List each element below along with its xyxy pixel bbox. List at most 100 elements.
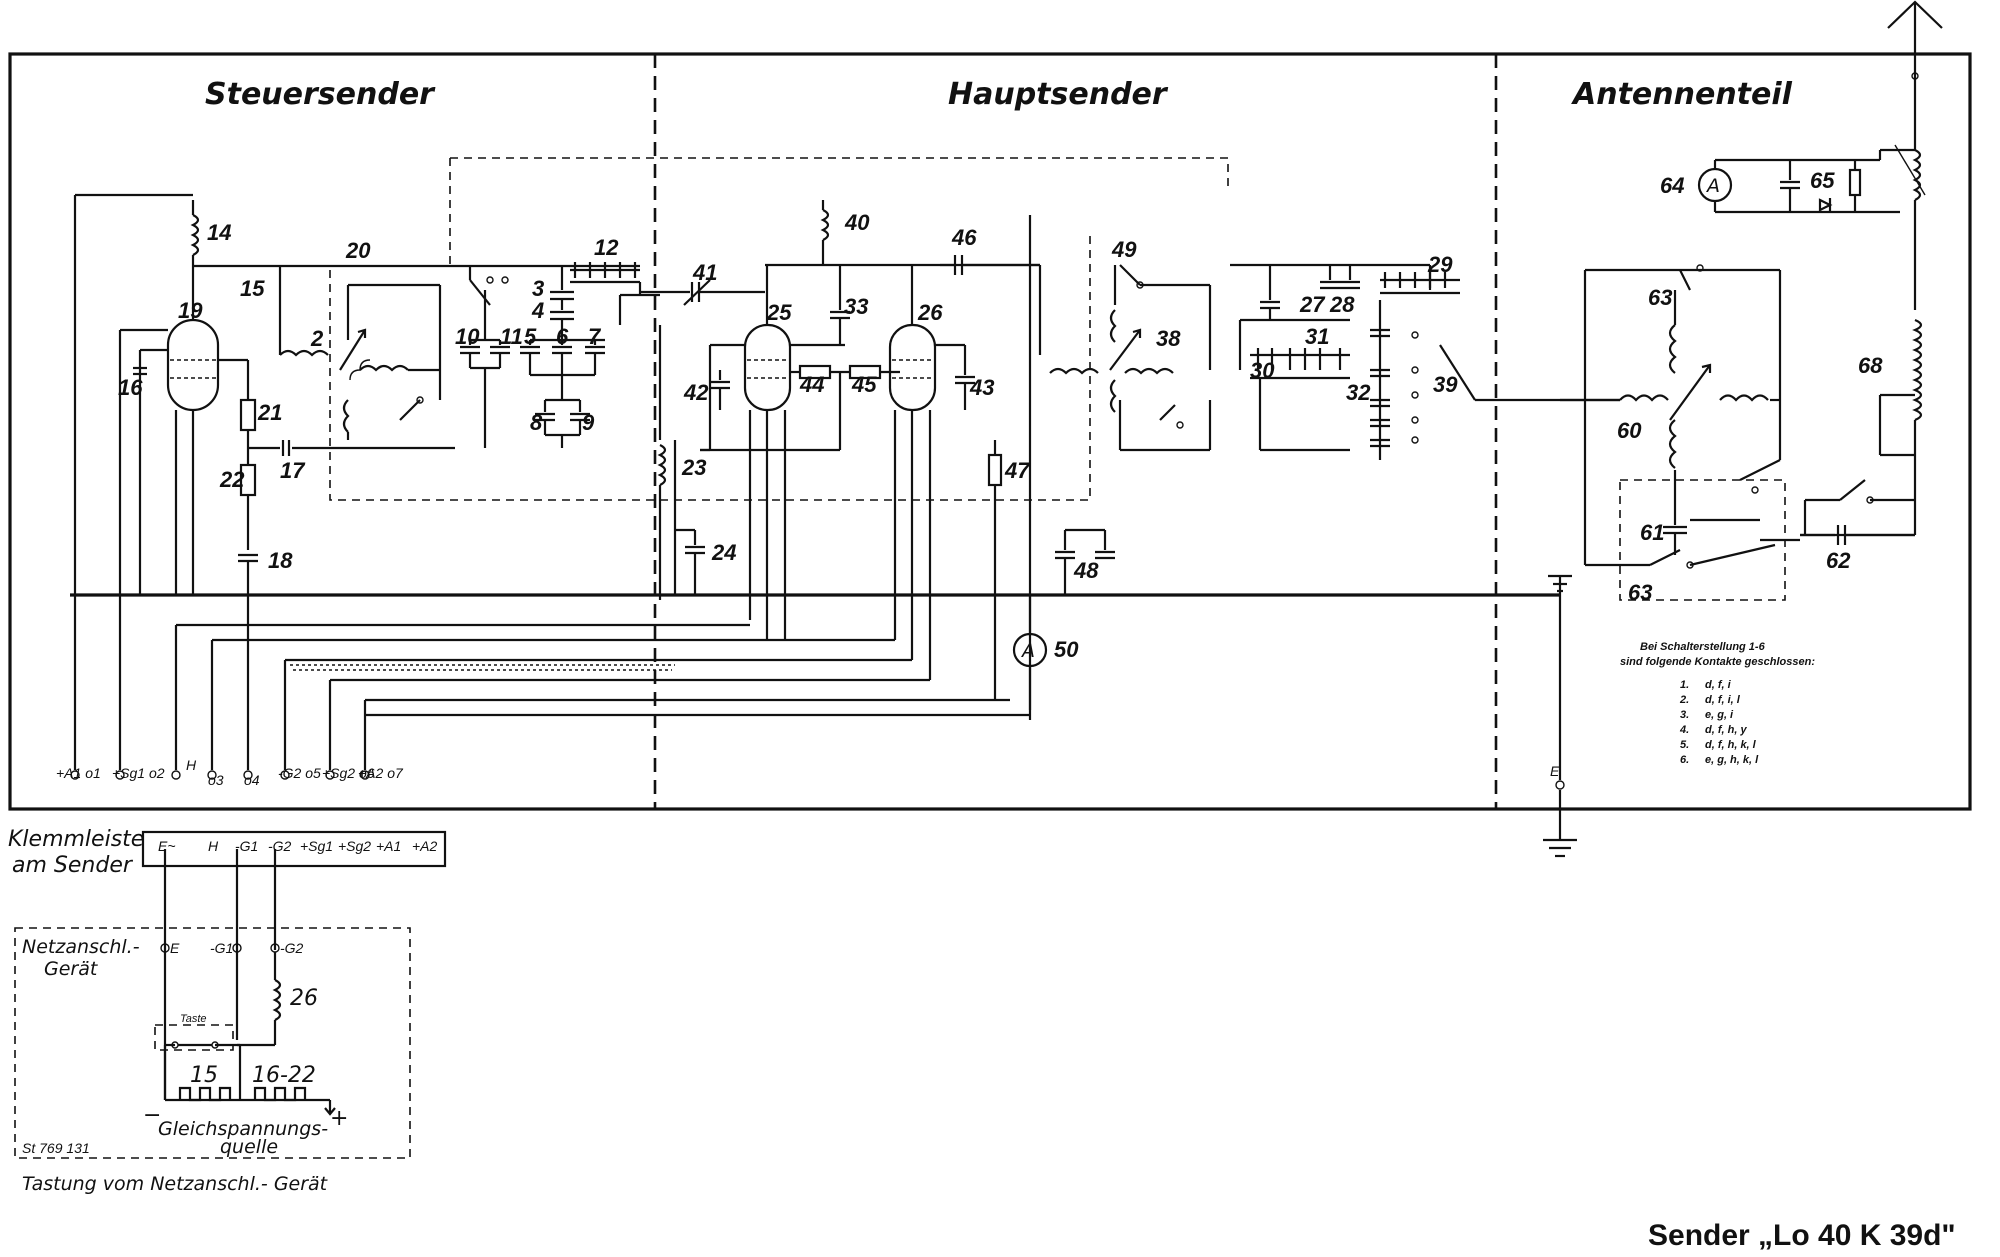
label-19: 19 (178, 298, 203, 323)
tube-19 (166, 266, 220, 595)
capacitor-12 (570, 262, 660, 325)
label-44: 44 (799, 372, 824, 397)
label-7: 7 (588, 324, 602, 349)
switch-table-pos-4: 4. (1679, 724, 1689, 736)
label-32: 32 (1346, 380, 1371, 405)
switch-table-contacts-6: e, g, h, k, l (1705, 754, 1759, 766)
label-62: 62 (1826, 548, 1851, 573)
power-unit-source-1: Gleichspannungs- (158, 1118, 328, 1140)
label-61: 61 (1640, 520, 1664, 545)
label-30: 30 (1250, 358, 1275, 383)
label-6: 6 (556, 324, 569, 349)
label-29: 29 (1427, 252, 1453, 277)
shield-enclosures (329, 157, 1786, 601)
label-48: 48 (1073, 558, 1099, 583)
label-21: 21 (257, 400, 282, 425)
label-25: 25 (766, 300, 792, 325)
variometer-60 (1560, 264, 1782, 565)
strip-terminal-g1: -G1 (235, 838, 258, 854)
power-unit-res-16-22: 16-22 (252, 1063, 316, 1088)
label-14: 14 (207, 220, 231, 245)
capacitor-33 (830, 265, 850, 345)
power-unit-coil-26: 26 (290, 986, 318, 1011)
label-46: 46 (951, 225, 977, 250)
label-4: 4 (531, 298, 544, 323)
label-8: 8 (530, 410, 543, 435)
label-3: 3 (532, 276, 544, 301)
label-41: 41 (692, 260, 717, 285)
coil-40 (820, 200, 830, 265)
terminal-label-4: o4 (244, 772, 260, 788)
switch-table-pos-1: 1. (1680, 679, 1689, 691)
label-22: 22 (219, 467, 245, 492)
strip-terminal-h: H (208, 838, 219, 854)
label-23: 23 (681, 455, 706, 480)
switch-table-pos-5: 5. (1680, 739, 1689, 751)
capacitor-41 (640, 279, 765, 306)
power-unit-stock-no: St 769 131 (22, 1140, 90, 1156)
strip-terminal-g2: -G2 (268, 838, 292, 854)
power-unit-minus: − (143, 1103, 161, 1128)
capacitor-bank-3-11 (460, 266, 605, 448)
switch-small-steuer (468, 266, 509, 306)
meter-50-symbol: A (1020, 640, 1035, 662)
power-unit-term-e: E (170, 940, 180, 956)
label-47: 47 (1004, 458, 1031, 483)
power-unit-label-1: Netzanschl.- (22, 936, 140, 958)
label-28: 28 (1329, 292, 1355, 317)
label-27: 27 (1299, 292, 1326, 317)
label-60: 60 (1617, 418, 1642, 443)
label-20: 20 (345, 238, 371, 263)
strip-terminal-sg2: +Sg2 (338, 838, 371, 854)
meter-50 (1012, 595, 1048, 710)
power-unit-key: Taste (180, 1013, 207, 1025)
label-42: 42 (683, 380, 709, 405)
strip-terminal-e: E~ (158, 838, 176, 854)
capacitor-48 (1055, 528, 1115, 595)
label-68: 68 (1858, 353, 1883, 378)
switch-table-contacts-5: d, f, h, k, l (1705, 739, 1757, 751)
label-43: 43 (969, 375, 994, 400)
meter-64-group (1697, 144, 1926, 310)
label-24: 24 (711, 540, 736, 565)
label-15: 15 (240, 276, 265, 301)
power-unit-term-g1: -G1 (210, 940, 233, 956)
section-title-steuersender: Steuersender (205, 77, 436, 112)
capacitor-42 (710, 370, 730, 410)
terminal-label-7: +A2 o7 (358, 765, 404, 781)
capacitor-46 (940, 255, 1040, 275)
coil-14 (73, 193, 200, 770)
label-18: 18 (268, 548, 293, 573)
label-45: 45 (851, 372, 877, 397)
terminal-label-5: -G2 o5 (278, 765, 321, 781)
label-33: 33 (844, 294, 868, 319)
variometer-2 (278, 266, 442, 440)
switch-table-pos-2: 2. (1679, 694, 1689, 706)
label-49: 49 (1111, 237, 1137, 262)
power-unit-plus: + (330, 1106, 348, 1131)
power-unit-caption: Tastung vom Netzanschl.- Gerät (22, 1173, 329, 1195)
switch-table-contacts-3: e, g, i (1705, 709, 1734, 721)
supply-lines (118, 328, 1030, 770)
choke-23 (657, 325, 677, 600)
terminal-strip-box (141, 830, 447, 1100)
label-38: 38 (1156, 326, 1181, 351)
strip-terminal-sg1: +Sg1 (300, 838, 333, 854)
terminal-label-3: o3 (208, 772, 224, 788)
label-39: 39 (1433, 372, 1458, 397)
label-50: 50 (1054, 637, 1079, 662)
terminal-row (70, 770, 370, 780)
capacitor-16 (133, 348, 168, 595)
resistor-47 (987, 215, 1032, 720)
resistor-chain-21-22 (218, 358, 455, 595)
ground-bus (70, 574, 1577, 858)
resistors-44-45 (700, 364, 900, 452)
terminal-label-2: +Sg1 o2 (112, 765, 165, 781)
switch-table-heading-1: Bei Schalterstellung 1-6 (1640, 641, 1766, 653)
label-65: 65 (1810, 168, 1835, 193)
label-10: 10 (455, 324, 480, 349)
chassis-frame (8, 52, 1972, 811)
label-16: 16 (118, 375, 143, 400)
capacitor-61 (1585, 459, 1800, 569)
